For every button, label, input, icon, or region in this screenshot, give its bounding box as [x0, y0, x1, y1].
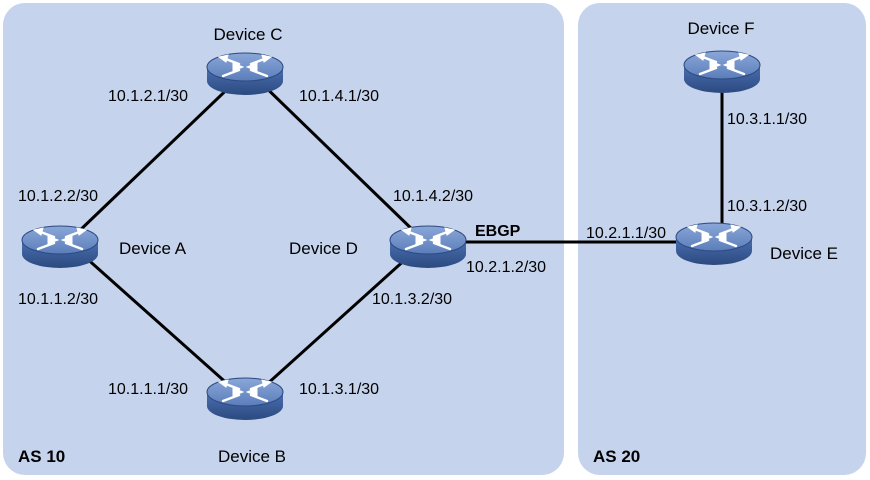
link-a-c — [73, 75, 242, 237]
ip-label: 10.1.3.1/30 — [299, 381, 379, 398]
device-b-router-icon — [205, 376, 285, 422]
device-e-label: Device E — [770, 244, 838, 263]
ip-label: 10.2.1.2/30 — [466, 259, 546, 276]
device-d-router-icon — [388, 224, 468, 270]
device-a-router-icon — [20, 224, 100, 270]
ip-label: 10.1.2.1/30 — [108, 88, 188, 105]
ip-label: 10.3.1.1/30 — [727, 111, 807, 128]
ip-label: 10.1.4.2/30 — [393, 188, 473, 205]
ip-label: 10.3.1.2/30 — [727, 198, 807, 215]
device-a-label: Device A — [119, 239, 187, 258]
device-b-label: Device B — [218, 447, 286, 466]
as10-label: AS 10 — [18, 447, 65, 466]
link-b-d — [253, 246, 420, 397]
device-c-label: Device C — [214, 25, 283, 44]
link-a-b — [74, 246, 241, 397]
ip-label: 10.1.1.1/30 — [108, 381, 188, 398]
device-f-label: Device F — [687, 19, 754, 38]
device-d-label: Device D — [289, 239, 358, 258]
ip-label: 10.1.4.1/30 — [299, 88, 379, 105]
ip-label: 10.1.3.2/30 — [372, 291, 452, 308]
as10-area — [3, 3, 564, 475]
device-c-router-icon — [205, 51, 285, 97]
ebgp-label: EBGP — [475, 223, 521, 240]
ip-label: 10.1.2.2/30 — [18, 188, 98, 205]
ip-label: 10.2.1.1/30 — [586, 225, 666, 242]
ip-label: 10.1.1.2/30 — [18, 291, 98, 308]
device-e-router-icon — [674, 221, 754, 267]
device-f-router-icon — [682, 49, 762, 95]
link-c-d — [253, 75, 420, 237]
as20-label: AS 20 — [593, 447, 640, 466]
